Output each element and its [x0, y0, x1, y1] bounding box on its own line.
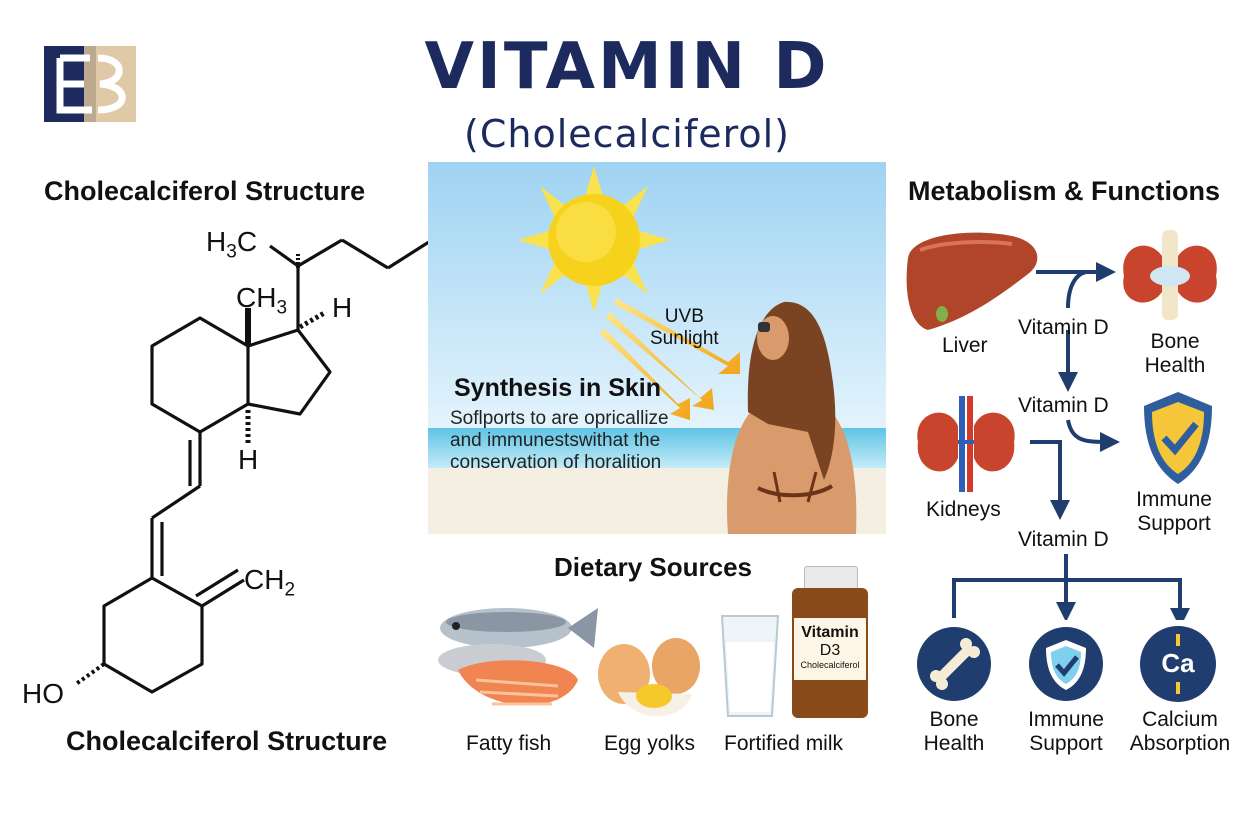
page-title: VITAMIN D: [424, 30, 830, 104]
h3c-label: H3C: [206, 226, 258, 263]
calcium-badge: Ca: [1161, 648, 1195, 678]
vitamin-d-label-1: Vitamin D: [1018, 316, 1109, 339]
metabolism-heading: Metabolism & Functions: [908, 176, 1221, 206]
woman-sunbathing-figure: [727, 301, 857, 534]
calcium-arrow-up: [1176, 634, 1180, 646]
structure-heading-bottom: Cholecalciferol Structure: [66, 726, 388, 756]
output-bone-health: Bone Health: [923, 708, 985, 755]
liver-icon: [906, 232, 1038, 330]
fish-icon: [438, 608, 598, 706]
immune-support-label-top: Immune Support: [1136, 488, 1212, 535]
kidneys-icon: [917, 396, 1015, 492]
sun-icon: [518, 166, 670, 312]
dietary-item-fatty-fish: Fatty fish: [466, 732, 552, 755]
h-label-right: H: [332, 292, 353, 323]
structure-heading-top: Cholecalciferol Structure: [44, 176, 366, 206]
dietary-item-egg-yolks: Egg yolks: [604, 732, 696, 755]
bone-health-label-top: Bone Health: [1144, 330, 1206, 377]
ch2-label: CH2: [244, 564, 296, 601]
calcium-arrow-down: [1176, 682, 1180, 694]
bottle-label: Vitamin D3 Cholecalciferol: [794, 618, 866, 680]
brand-monogram-logo: [44, 46, 136, 122]
uvb-label: UVB Sunlight: [650, 306, 719, 349]
shield-check-icon-top: [1144, 392, 1212, 484]
output-calcium-absorption: Calcium Absorption: [1129, 708, 1231, 755]
calcium-icon: Ca: [1140, 626, 1216, 702]
vitamin-d3-bottle: Vitamin D3 Cholecalciferol: [792, 566, 868, 718]
egg-icon: [598, 638, 700, 717]
uvb-ray-arrows: [600, 298, 740, 420]
vitamin-d-label-2: Vitamin D: [1018, 394, 1109, 417]
vitamin-d-label-3: Vitamin D: [1018, 528, 1109, 551]
ch3-label-methyl: CH3: [236, 282, 288, 319]
dietary-item-fortified-milk: Fortified milk: [724, 732, 844, 755]
synthesis-heading: Synthesis in Skin: [454, 374, 662, 402]
kidneys-label: Kidneys: [926, 498, 1001, 521]
page-subtitle: (Cholecalciferol): [464, 112, 790, 156]
bone-icon: [917, 627, 991, 701]
bottle-cap: [804, 566, 858, 590]
metabolism-flow-arrows: [952, 262, 1190, 620]
sunlight-beach-illustration: [428, 162, 886, 534]
synthesis-body-text: Soflports to are opricallize and immunes…: [450, 408, 669, 473]
milk-glass-icon: [720, 615, 780, 717]
ho-label: HO: [22, 678, 64, 709]
output-immune-support: Immune Support: [1028, 708, 1104, 755]
liver-label: Liver: [942, 334, 988, 357]
shield-check-icon: [1029, 627, 1103, 701]
h-label-down: H: [238, 444, 259, 475]
dietary-heading: Dietary Sources: [554, 552, 752, 582]
bone-joint-icon: [1123, 230, 1217, 320]
sunlight-scene: UVB Sunlight Synthesis in Skin Soflports…: [428, 162, 886, 534]
